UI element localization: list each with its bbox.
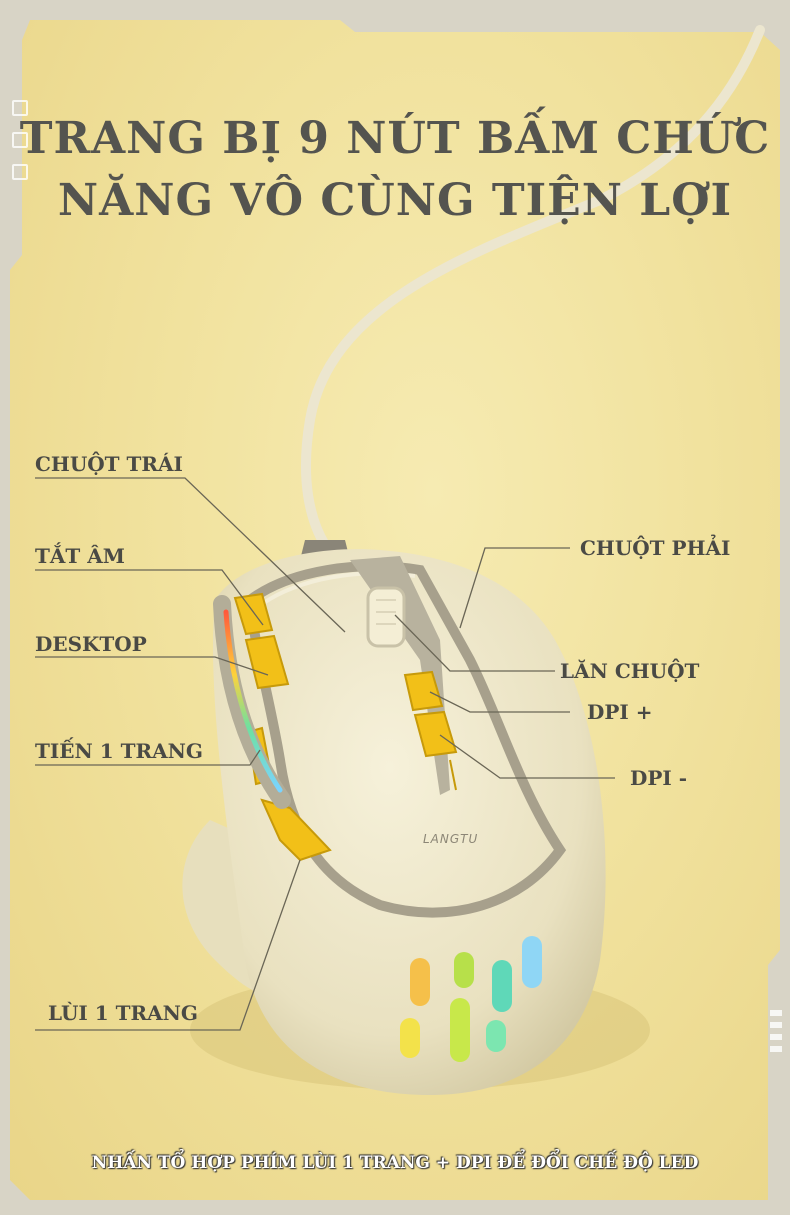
title-line-1: TRANG BỊ 9 NÚT BẤM CHỨC (19, 113, 771, 164)
footer-note: NHẤN TỔ HỢP PHÍM LÙI 1 TRANG + DPI ĐỂ ĐỔ… (91, 1153, 699, 1173)
mouse-cable (301, 25, 765, 550)
page-title: TRANG BỊ 9 NÚT BẤM CHỨC NĂNG VÔ CÙNG TIỆ… (0, 108, 790, 232)
label-desktop: DESKTOP (35, 632, 147, 656)
label-forward: TIẾN 1 TRANG (35, 739, 203, 763)
title-line-2: NĂNG VÔ CÙNG TIỆN LỢI (57, 175, 733, 226)
label-left-click: CHUỘT TRÁI (35, 452, 183, 476)
desktop-button (244, 634, 290, 690)
label-scroll: LĂN CHUỘT (560, 659, 700, 683)
label-right-click: CHUỘT PHẢI (580, 536, 731, 560)
label-dpi-plus: DPI + (587, 700, 653, 724)
dpi-plus-button (403, 670, 444, 712)
frame-decoration-left (12, 100, 28, 190)
brand-logo: LANGTU (423, 832, 479, 846)
rgb-side-strip (223, 609, 283, 793)
scroll-wheel (366, 586, 406, 648)
mouse-body (212, 549, 606, 1095)
frame-decoration-right (770, 1010, 784, 1070)
label-mute: TẮT ÂM (35, 544, 125, 568)
label-dpi-minus: DPI - (630, 766, 688, 790)
label-back: LÙI 1 TRANG (48, 1001, 198, 1025)
dpi-minus-button (413, 710, 458, 758)
